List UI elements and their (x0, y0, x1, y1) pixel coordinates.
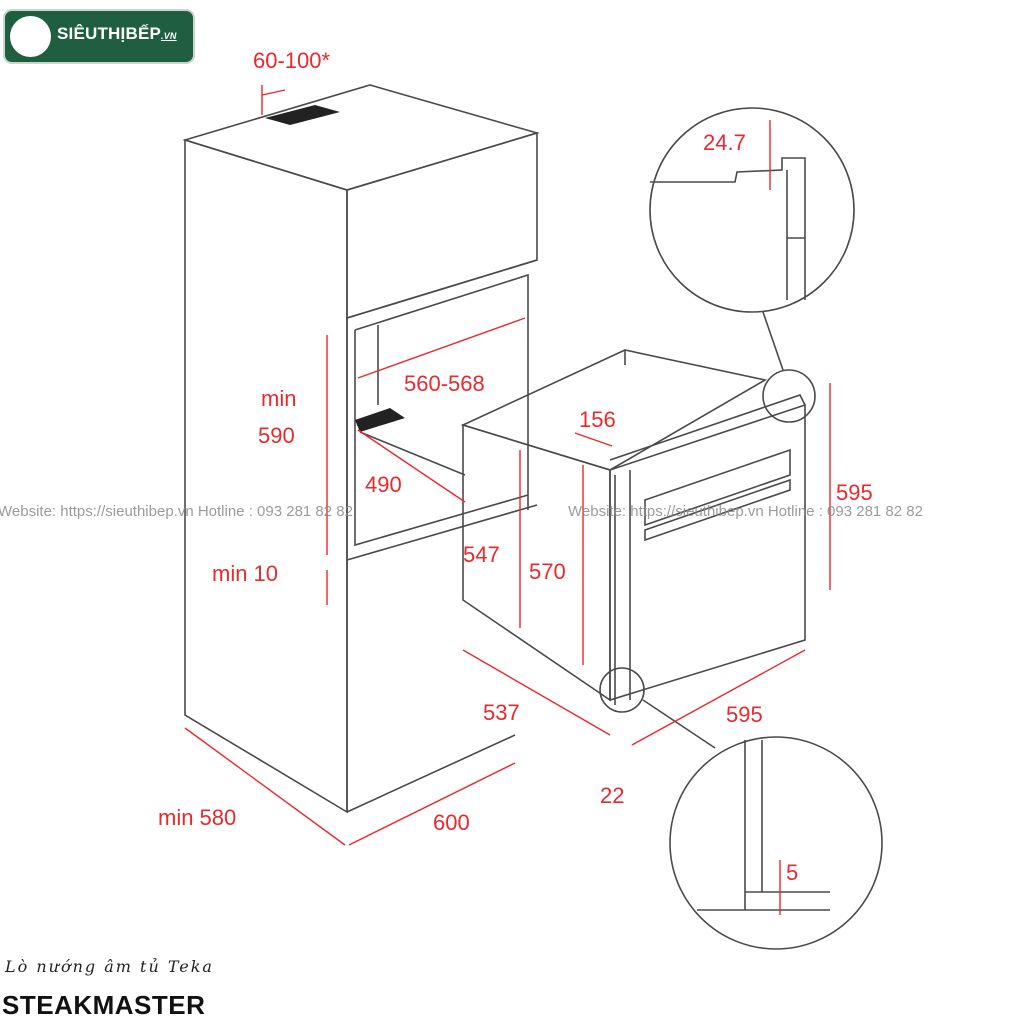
brand-logo[interactable]: SIÊUTHỊBẾP.VN (3, 9, 195, 64)
top-offset-label: 156 (579, 407, 616, 432)
oven-mid-height-label: 570 (529, 559, 566, 584)
dimension-lines (184, 85, 831, 915)
detail-top-label: 24.7 (703, 130, 746, 155)
oven-total-height-label: 595 (836, 480, 873, 505)
oven-body-height-label: 547 (463, 542, 500, 567)
oven (460, 349, 806, 705)
cabinet-width-label: 600 (433, 810, 470, 835)
detail-bottom-label: 5 (786, 860, 798, 885)
product-caption: Lò nướng âm tủ Teka (5, 957, 214, 976)
oven-body-depth-label: 537 (483, 700, 520, 725)
niche-depth-label: 490 (365, 472, 402, 497)
watermark-left: Website: https://sieuthibep.vn Hotline :… (0, 503, 353, 520)
brand-logo-icon (10, 16, 51, 57)
detail-top-circle (649, 107, 855, 423)
cabinet-depth-label: min 580 (158, 805, 236, 830)
min-gap-label: min 10 (212, 561, 278, 586)
watermark-right: Website: https://sieuthibep.vn Hotline :… (568, 503, 923, 520)
vent-gap-label: 60-100* (253, 48, 331, 73)
cabinet (182, 84, 540, 814)
model-name: STEAKMASTER (2, 990, 206, 1020)
detail-bottom-circle (599, 667, 883, 950)
niche-width-label: 560-568 (404, 371, 485, 396)
min-height-label-2: 590 (258, 423, 295, 448)
oven-width-label: 595 (726, 702, 763, 727)
brand-suffix: .VN (161, 31, 177, 41)
brand-name-text: SIÊUTHỊBẾP (57, 24, 162, 43)
min-height-label-1: min (261, 386, 296, 411)
brand-name: SIÊUTHỊBẾP.VN (57, 24, 177, 44)
oven-front-offset-label: 22 (600, 783, 624, 808)
